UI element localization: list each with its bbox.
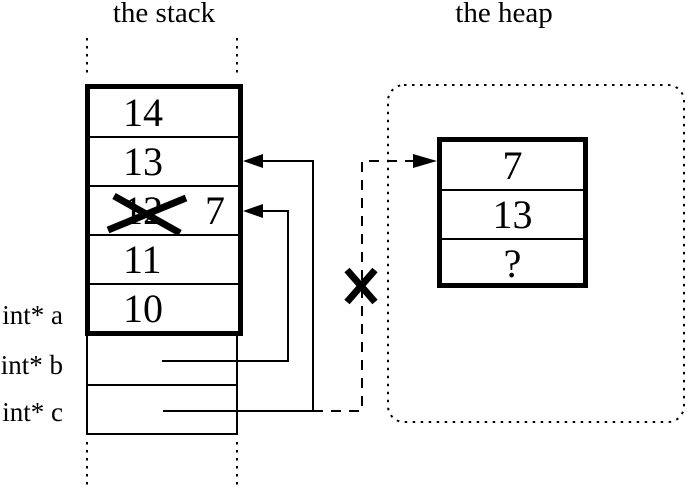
stack-pointer-cells: [86, 336, 238, 435]
heap-cell-value: 13: [492, 192, 533, 237]
stack-cell-10: 10: [90, 285, 238, 332]
dangling-pointer-line: [313, 160, 413, 412]
pointer-b-arrowhead-icon: [243, 204, 263, 218]
stack-frame-box: 14 13 12 7 11 10: [85, 84, 243, 336]
heap-cell-0: 7: [442, 142, 583, 191]
stack-cell-value: 10: [123, 286, 163, 331]
heap-cell-value: ?: [503, 241, 522, 286]
stack-cell-value: 13: [123, 139, 163, 184]
pointer-c-arrowhead-icon: [243, 154, 263, 168]
heap-cell-2: ?: [442, 240, 583, 287]
pointer-cell-c: [88, 386, 236, 434]
pointer-cell-b: [88, 336, 236, 386]
stack-title: the stack: [112, 0, 216, 29]
stack-cell-13: 13: [90, 138, 238, 187]
heap-title: the heap: [455, 0, 553, 29]
heap-cell-1: 13: [442, 191, 583, 240]
pointer-label-a: int* a: [2, 300, 63, 330]
pointer-label-c: int* c: [2, 397, 63, 427]
updated-value: 7: [205, 188, 225, 233]
dangling-pointer-arrowhead-icon: [413, 154, 437, 168]
stack-cell-overwritten: 12 7: [90, 187, 238, 236]
heap-cell-value: 7: [502, 143, 523, 188]
stack-cell-value: 11: [123, 237, 162, 282]
pointer-label-b: int* b: [0, 350, 63, 380]
crossed-out-value: 12: [123, 188, 163, 233]
stack-cell-value: 14: [123, 90, 163, 135]
stack-cell-14: 14: [90, 89, 238, 138]
heap-block-box: 7 13 ?: [437, 137, 588, 288]
stack-cell-11: 11: [90, 236, 238, 285]
severed-pointer-x-icon: [344, 267, 378, 305]
